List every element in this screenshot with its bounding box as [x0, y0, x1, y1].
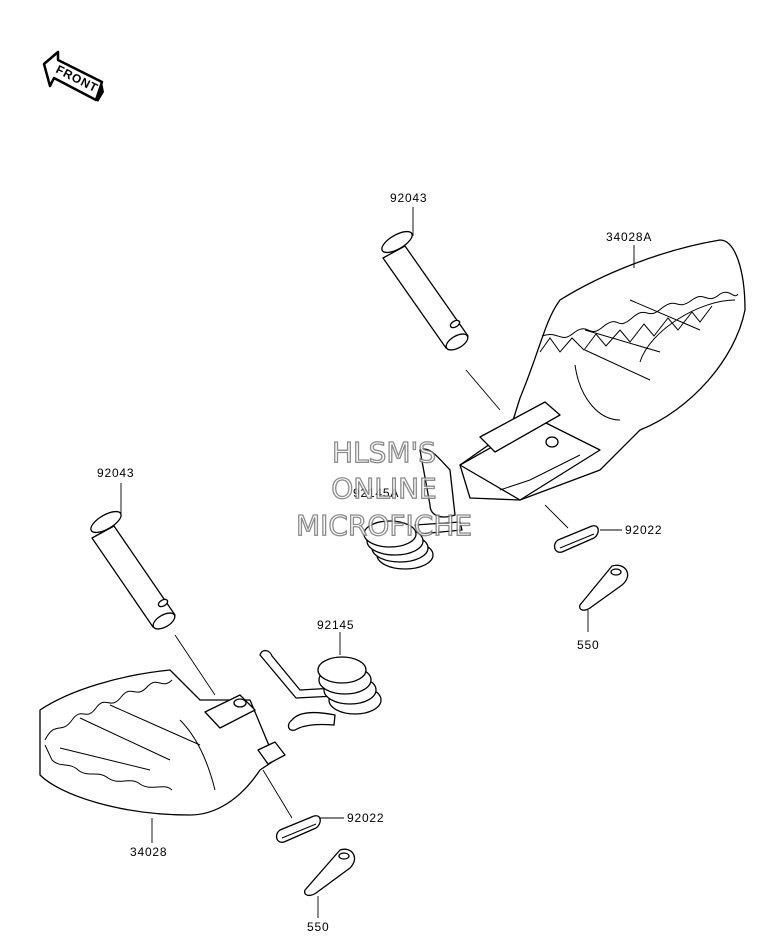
axis-washer-upper	[544, 504, 569, 529]
watermark-line-3: MICROFICHE	[296, 509, 472, 542]
callout-washer-lower: 92022	[347, 811, 384, 825]
watermark-line-1: HLSM'S	[332, 436, 436, 469]
axis-pin-upper	[465, 369, 501, 411]
cotter-pin-upper	[578, 564, 629, 611]
axis-washer-lower	[262, 769, 293, 819]
callout-pin-lower: 92043	[97, 466, 134, 480]
watermark-line-2: ONLINE	[331, 472, 436, 505]
axis-pin-lower	[174, 634, 216, 696]
watermark: HLSM'S ONLINE MICROFICHE	[295, 435, 472, 542]
clevis-pin-upper	[381, 230, 469, 351]
callout-spring-left: 92145	[317, 618, 354, 632]
washer-upper	[553, 525, 599, 553]
callout-footpeg-right: 34028A	[606, 230, 652, 244]
torsion-spring-left	[259, 649, 382, 731]
callout-footpeg-left: 34028	[130, 845, 167, 859]
cotter-pin-lower	[304, 848, 356, 897]
footpeg-right	[459, 239, 746, 501]
callout-cotter-upper: 550	[577, 638, 599, 652]
torsion-spring-right	[363, 448, 463, 570]
clevis-pin-lower	[90, 510, 176, 630]
callout-spring-right: 92145A	[353, 486, 399, 500]
front-arrow-icon: FRONT	[42, 50, 104, 102]
washer-lower	[275, 815, 321, 843]
callout-pin-upper: 92043	[390, 191, 427, 205]
footpeg-left	[39, 669, 286, 816]
callout-cotter-lower: 550	[307, 920, 329, 934]
callout-washer-upper: 92022	[625, 523, 662, 537]
